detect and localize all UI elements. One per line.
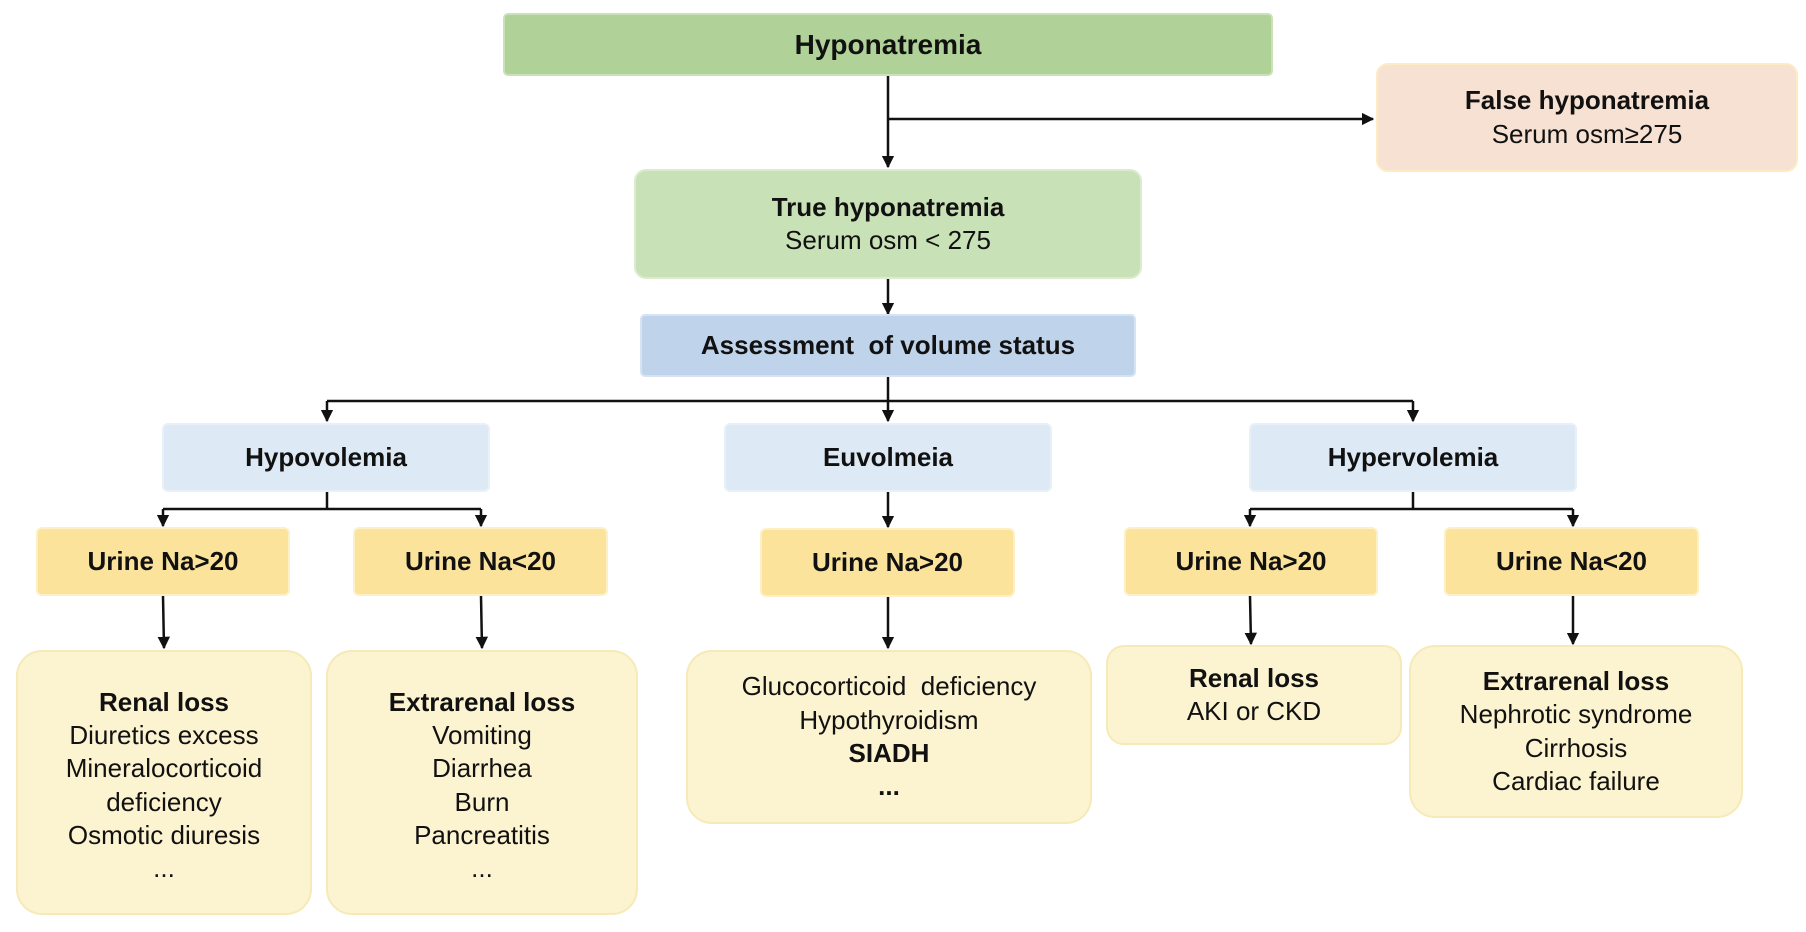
hypovolemia-node: Hypovolemia	[162, 423, 490, 492]
hypovolemia-label: Hypovolemia	[245, 441, 407, 472]
hypervolemia-urine-low-node: Urine Na<20	[1444, 527, 1699, 596]
hypervolemia-extrarenal-loss-node: Extrarenal loss Nephrotic syndrome Cirrh…	[1409, 645, 1743, 818]
hypovolemia-urine-high-label: Urine Na>20	[87, 545, 239, 576]
euvolemia-cause-siadh: SIADH	[848, 738, 930, 768]
hypervolemia-urine-high-node: Urine Na>20	[1124, 527, 1378, 596]
hypovolemia-extrarenal-loss-item: Vomiting	[432, 719, 532, 750]
hypovolemia-renal-loss-item: Osmotic diuresis	[67, 819, 261, 850]
hypervolemia-extrarenal-loss-item: Cardiac failure	[1492, 765, 1660, 796]
arrow-hypo-high-to-renal	[157, 595, 171, 650]
hypervolemia-extrarenal-loss-item: Cirrhosis	[1524, 732, 1628, 763]
hypovolemia-renal-loss-item: Diuretics excess	[69, 719, 259, 750]
hypovolemia-renal-loss-node: Renal loss Diuretics excess Mineralocort…	[16, 650, 312, 915]
hypervolemia-urine-high-label: Urine Na>20	[1175, 545, 1327, 576]
hypovolemia-urine-low-node: Urine Na<20	[353, 527, 608, 596]
hypervolemia-extrarenal-loss-item: Nephrotic syndrome	[1459, 699, 1693, 730]
hypovolemia-extrarenal-loss-item: Burn	[454, 786, 510, 817]
hypovolemia-renal-loss-item: Mineralocorticoid	[65, 753, 263, 784]
euvolemia-cause-item: Hypothyroidism	[799, 704, 979, 735]
euvolemia-node: Euvolmeia	[724, 423, 1052, 492]
hyponatremia-node: Hyponatremia	[503, 13, 1273, 76]
assessment-label: Assessment of volume status	[700, 329, 1076, 360]
hypovolemia-extrarenal-loss-item: ...	[471, 853, 493, 884]
hypovolemia-renal-loss-item: deficiency	[106, 786, 222, 817]
hypervolemia-renal-loss-node: Renal loss AKI or CKD	[1106, 645, 1402, 745]
false-hyponatremia-title: False hyponatremia	[1464, 85, 1710, 116]
hypovolemia-extrarenal-loss-node: Extrarenal loss Vomiting Diarrhea Burn P…	[326, 650, 638, 915]
euvolemia-urine-high-node: Urine Na>20	[760, 528, 1015, 597]
euvolemia-cause-item: Glucocorticoid deficiency	[741, 671, 1037, 702]
hypovolemia-urine-low-label: Urine Na<20	[404, 545, 557, 576]
hypervolemia-label: Hypervolemia	[1327, 441, 1499, 472]
hypovolemia-urine-high-node: Urine Na>20	[36, 527, 290, 596]
hypervolemia-node: Hypervolemia	[1249, 423, 1577, 492]
euvolemia-urine-high-label: Urine Na>20	[811, 546, 964, 577]
euvolemia-label: Euvolmeia	[822, 441, 954, 472]
euvolemia-causes-node: Glucocorticoid deficiency Hypothyroidism…	[686, 650, 1092, 824]
true-hyponatremia-title: True hyponatremia	[771, 191, 1005, 222]
hypervolemia-urine-low-label: Urine Na<20	[1495, 545, 1648, 576]
hypovolemia-renal-loss-item: ...	[153, 853, 175, 884]
arrow-hypo-low-to-extrarenal	[475, 595, 489, 650]
hypervolemia-extrarenal-loss-title: Extrarenal loss	[1482, 665, 1670, 696]
hypervolemia-renal-loss-item: AKI or CKD	[1186, 696, 1322, 726]
false-hyponatremia-node: False hyponatremia Serum osm≥275	[1376, 63, 1798, 172]
true-hyponatremia-node: True hyponatremia Serum osm < 275	[634, 169, 1142, 279]
hyponatremia-label: Hyponatremia	[794, 28, 982, 60]
hypovolemia-extrarenal-loss-item: Diarrhea	[432, 753, 532, 784]
false-hyponatremia-detail: Serum osm≥275	[1491, 118, 1683, 149]
assessment-node: Assessment of volume status	[640, 314, 1136, 377]
euvolemia-cause-ellipsis: ...	[878, 771, 900, 802]
hypovolemia-renal-loss-title: Renal loss	[98, 686, 230, 717]
hypervolemia-renal-loss-title: Renal loss	[1188, 662, 1320, 693]
hypovolemia-extrarenal-loss-title: Extrarenal loss	[388, 686, 576, 717]
hypovolemia-extrarenal-loss-item: Pancreatitis	[414, 819, 550, 850]
arrow-hyper-high-to-renal	[1244, 595, 1258, 646]
true-hyponatremia-detail: Serum osm < 275	[785, 225, 991, 255]
